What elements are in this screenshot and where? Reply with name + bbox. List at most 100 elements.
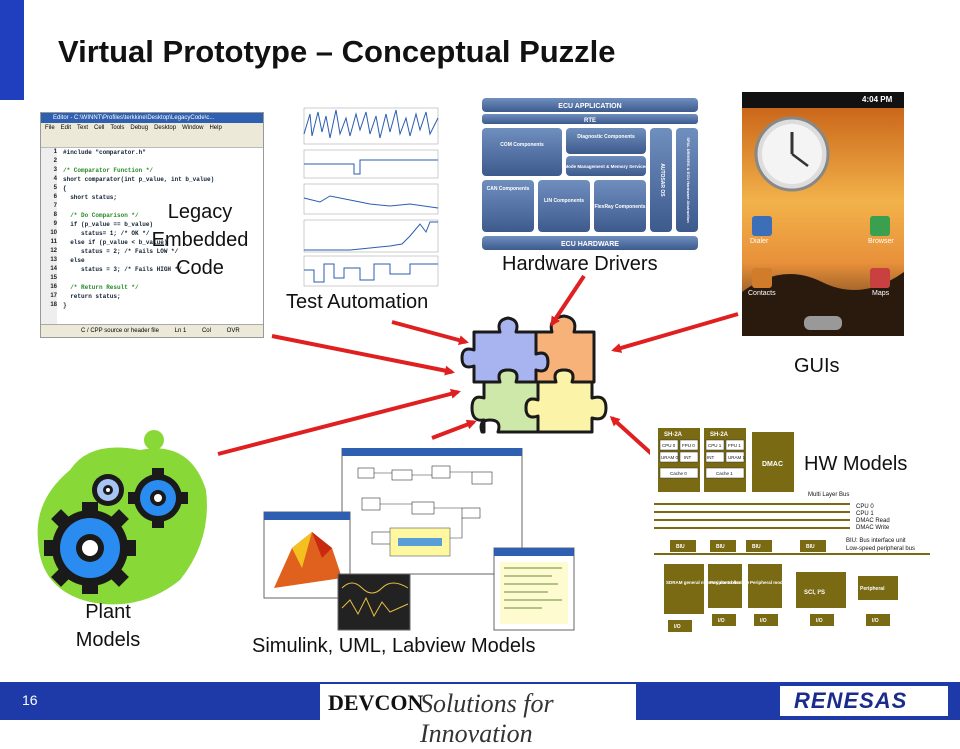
android-gui-screenshot: 4:04 PM Dialer Browser Contacts Maps — [742, 92, 904, 336]
ecu-os-text: AUTOSAR OS — [659, 163, 665, 197]
editor-code-line: else if (p_value < b_value) — [63, 239, 168, 246]
io-3: I/O — [816, 618, 823, 624]
peripheral-label: Peripheral — [860, 586, 885, 592]
ecu-can-text: CAN Components — [487, 186, 530, 192]
status-ln: Ln 1 — [174, 328, 187, 334]
legacy-label-line1: Legacy — [167, 201, 233, 223]
editor-menu-item[interactable]: Window — [182, 125, 204, 131]
editor-menu-item[interactable]: Desktop — [154, 125, 177, 131]
editor-line-number: 10 — [50, 230, 57, 236]
slide-number: 16 — [22, 692, 38, 708]
ecu-lin-text: LIN Components — [544, 198, 584, 204]
uram1-label: URAM 1 — [728, 455, 745, 460]
editor-code-line: /* Do Comparison */ — [63, 212, 139, 219]
status-filetype: C / CPP source or header file — [81, 328, 159, 334]
editor-code-line: short comparator(int p_value, int b_valu… — [63, 176, 215, 183]
periph-label-1: Peripheral module — [750, 580, 790, 585]
legacy-label-line2: Embedded — [151, 229, 249, 251]
editor-line-number: 6 — [53, 194, 57, 200]
app-dialer: Dialer — [750, 238, 769, 245]
editor-line-number: 15 — [50, 275, 57, 281]
editor-line-number: 1 — [53, 149, 57, 155]
ecu-diag-text: Diagnostic Components — [577, 134, 635, 140]
editor-code-line: #include "comparator.h" — [63, 149, 146, 156]
plant-label-line1: Plant — [85, 601, 131, 623]
renesas-wordmark: RENESAS — [794, 688, 908, 713]
simulink-uml-labview-collage — [263, 448, 575, 631]
io-0: I/O — [674, 624, 681, 630]
int-label-1: INT — [707, 455, 715, 460]
io-4: I/O — [872, 618, 879, 624]
devcon-wordmark: DEVCON — [328, 690, 424, 715]
sci-label: SCI, I²S — [804, 589, 825, 596]
editor-menu-item[interactable]: Edit — [60, 125, 72, 131]
io-2: I/O — [760, 618, 767, 624]
app-contacts: Contacts — [748, 290, 776, 297]
cache0-label: Cache 0 — [670, 471, 687, 476]
biu-2: BIU — [752, 544, 761, 550]
editor-line-number: 13 — [50, 257, 57, 263]
editor-menu-item[interactable]: Cell — [94, 125, 105, 131]
editor-menu-item[interactable]: Debug — [130, 125, 149, 131]
gear-small-icon — [92, 474, 124, 506]
ecu-flexray-text: FlexRay Components — [594, 204, 645, 210]
editor-code-line: /* Comparator Function */ — [63, 167, 154, 174]
ecu-architecture-diagram: ECU APPLICATION RTE COM Components Diagn… — [482, 98, 698, 250]
puzzle-piece-yellow — [524, 368, 608, 434]
bus-label: Multi Layer Bus — [808, 492, 849, 498]
hardware-drivers-label: Hardware Drivers — [502, 253, 658, 275]
ecu-hardware-text: ECU HARDWARE — [561, 241, 619, 248]
editor-line-number: 7 — [53, 203, 57, 209]
biu-0: BIU — [676, 544, 685, 550]
plant-models-gears — [37, 430, 207, 605]
cpu0-label: CPU 0 — [662, 443, 676, 448]
editor-menubar: File Edit Text Cell Tools Debug Desktop Window H… — [41, 123, 263, 133]
gear-medium-icon — [128, 468, 188, 528]
editor-code-line: } — [63, 302, 67, 309]
legacy-code-label: Legacy Embedded Code — [140, 198, 260, 282]
cpu-block-1: SH-2A — [710, 432, 729, 438]
bus-legend-3: DMAC Write — [856, 525, 890, 531]
editor-line-number: 14 — [50, 266, 57, 272]
fpu0-label: FPU 0 — [682, 443, 695, 448]
app-maps: Maps — [872, 290, 890, 297]
phone-time: 4:04 PM — [862, 95, 893, 104]
editor-line-number: 18 — [50, 302, 57, 308]
editor-code-line: status = 3; /* Fails HIGH */ — [63, 266, 182, 273]
editor-menu-item[interactable]: Tools — [110, 125, 125, 131]
editor-statusbar: C / CPP source or header file Ln 1 Col O… — [41, 324, 263, 337]
editor-menu-item[interactable]: File — [45, 125, 55, 131]
periph-label-0: Peripheral module — [710, 580, 750, 585]
editor-code-line: short status; — [63, 194, 118, 201]
editor-toolbar — [41, 133, 263, 148]
editor-line-number: 3 — [53, 167, 57, 173]
ecu-com-text: COM Components — [500, 142, 544, 148]
sdram-label: SDRAM general memory controller — [666, 580, 741, 585]
uram0-label: URAM 0 — [661, 455, 678, 460]
editor-line-number: 11 — [50, 239, 57, 245]
bus-legend-1: CPU 1 — [856, 511, 874, 517]
biu-note: BIU: Bus interface unit — [846, 538, 906, 544]
int-label: INT — [684, 455, 692, 460]
puzzle-graphic — [460, 314, 608, 434]
editor-menu-item[interactable]: Text — [77, 125, 89, 131]
dmac-label: DMAC — [762, 461, 783, 468]
editor-menu-item[interactable]: Help — [209, 125, 222, 131]
editor-line-number: 2 — [53, 158, 57, 164]
editor-line-number: 4 — [53, 176, 57, 182]
plant-label-line2: Models — [75, 629, 141, 651]
arrows-layer — [217, 274, 739, 458]
editor-code-line: return status; — [63, 293, 121, 300]
legacy-label-line3: Code — [176, 257, 224, 279]
biu-3: BIU — [806, 544, 815, 550]
editor-line-number: 8 — [53, 212, 57, 218]
ecu-mode-text: Mode Management & Memory Services — [564, 164, 648, 169]
hw-models-label: HW Models — [804, 453, 908, 475]
editor-code-line: if (p_value == b_value) — [63, 221, 154, 228]
editor-line-number: 12 — [50, 248, 57, 254]
ecu-rte-text: RTE — [584, 118, 596, 124]
arrow-legacy — [271, 334, 455, 376]
hw-block-diagram: SH-2A SH-2A DMAC CPU 0 FPU 0 URAM 0 INT … — [650, 424, 940, 638]
